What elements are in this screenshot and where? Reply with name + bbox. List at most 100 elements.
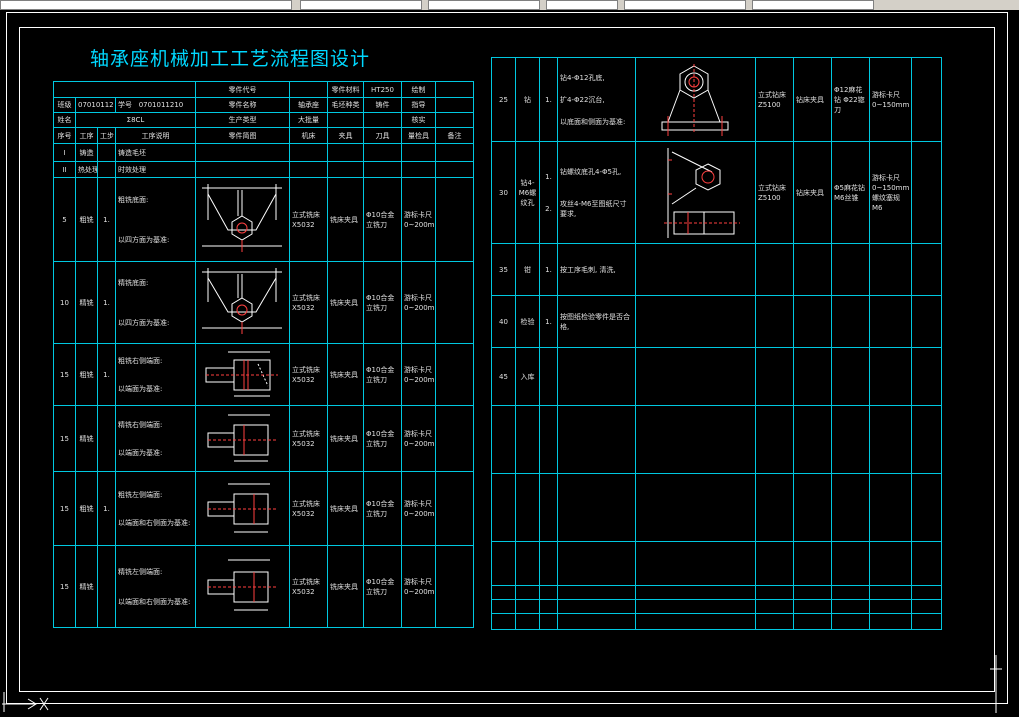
toolbar-combo-1[interactable] (0, 0, 292, 10)
row-base: 以底面和侧面为基准: (560, 117, 626, 126)
row-desc: 按工序毛刺, 清洗, (557, 243, 636, 296)
row-tool: Φ10合金立铣刀 (363, 343, 402, 406)
row-gauge: 游标卡尺0~150mm 螺纹塞规M6 (869, 141, 912, 244)
row-desc: 精铣右侧端面: (118, 420, 163, 429)
row-op: 钻 (515, 57, 540, 142)
row-desc-cell: 精铣左侧端面: 以端面和右侧面为基准: (115, 545, 196, 628)
row-gauge: 游标卡尺0~150mm (869, 57, 912, 142)
row-seq: 40 (491, 295, 516, 348)
row-seq: 15 (53, 405, 76, 472)
toolbar-combo-4[interactable] (546, 0, 618, 10)
row-base: 以四方面为基准: (118, 235, 170, 244)
row-tool: Φ10合金立铣刀 (363, 545, 402, 628)
toolbar-combo-6[interactable] (752, 0, 874, 10)
left-process-table: 零件代号 零件材料 HT250 绘制 班级 07010112 学号 070101… (53, 81, 474, 628)
id-label: 学号 (118, 101, 132, 109)
row-desc-cell: 粗铣底面:以四方面为基准: (115, 177, 196, 262)
blank-type-label: 毛坯种类 (327, 97, 364, 113)
row-desc: 时效处理 (115, 161, 196, 178)
sketch-drill-2 (635, 141, 756, 244)
sketch-side-2 (195, 405, 290, 472)
row-op: 精铣 (75, 405, 98, 472)
drawing-outer-frame (6, 12, 1008, 704)
row-fixture: 铣床夹具 (327, 405, 364, 472)
table-row: 45 入库 (491, 347, 942, 406)
batch-value: 大批量 (289, 112, 328, 128)
row-fixture: 铣床夹具 (327, 261, 364, 344)
row-desc: 精铣左侧端面: (118, 567, 163, 576)
ucs-axis-icon (0, 690, 60, 713)
row-tool: Φ10合金立铣刀 (363, 405, 402, 472)
table-row (491, 599, 942, 614)
toolbar-combo-5[interactable] (624, 0, 746, 10)
row-op: 钻4-M6螺纹孔 (515, 141, 540, 244)
row-op: 粗铣 (75, 343, 98, 406)
col-fixture: 夹具 (327, 127, 364, 144)
row-desc-cell: 精铣右侧端面: 以端面为基准: (115, 405, 196, 472)
row-desc: 攻丝4-M6至图纸尺寸要求, (560, 199, 627, 218)
right-process-table: 25 钻 1. 钻4-Φ12孔底, 扩4-Φ22沉台, 以底面和侧面为基准: 立… (491, 57, 942, 630)
row-seq: I (53, 143, 76, 162)
table-row: 30 钻4-M6螺纹孔 1.2. 钻螺纹底孔4-Φ5孔,攻丝4-M6至图纸尺寸要… (491, 141, 942, 244)
class-value: 07010112 (75, 97, 116, 113)
row-gauge: 游标卡尺0~200mm (401, 261, 436, 344)
row-tool: Φ10合金立铣刀 (363, 177, 402, 262)
row-sub: 1. (97, 261, 116, 344)
row-desc: 扩4-Φ22沉台, (560, 95, 605, 104)
row-seq: 25 (491, 57, 516, 142)
table-row (491, 613, 942, 630)
drawing-title: 轴承座机械加工工艺流程图设计 (90, 48, 371, 70)
row-op: 粗铣 (75, 471, 98, 546)
row-machine: 立式钻床Z5100 (755, 141, 794, 244)
id-value: 0701011210 (138, 101, 184, 109)
row-desc-cell: 精铣底面:以四方面为基准: (115, 261, 196, 344)
row-sub: 1. (539, 243, 558, 296)
row-seq: 10 (53, 261, 76, 344)
part-name-value: 轴承座 (289, 97, 328, 113)
row-fixture: 铣床夹具 (327, 545, 364, 628)
col-desc: 工序说明 (115, 127, 196, 144)
check-label: 核实 (401, 112, 436, 128)
row-sub-cell: 1.2. (539, 141, 558, 244)
row-machine: 立式铣床X5032 (289, 261, 328, 344)
row-base: 以端面为基准: (118, 384, 163, 393)
app-toolbar (0, 0, 1019, 10)
row-sub: 2. (545, 204, 552, 213)
sketch-side-1 (195, 343, 290, 406)
table-row (491, 405, 942, 474)
class-label: 班级 (53, 97, 76, 113)
output-label: 生产类型 (195, 112, 290, 128)
row-base: 以端面和右侧面为基准: (118, 597, 191, 606)
row-desc-cell: 钻4-Φ12孔底, 扩4-Φ22沉台, 以底面和侧面为基准: (557, 57, 636, 142)
sketch-bracket-1 (195, 177, 290, 262)
col-step: 工序 (75, 127, 98, 144)
table-row: 15 粗铣 1. 粗铣左侧端面:以端面和右侧面为基准: 立式铣床X5032 铣床… (53, 471, 474, 546)
col-machine: 机床 (289, 127, 328, 144)
row-tool: Φ10合金立铣刀 (363, 471, 402, 546)
col-tool: 刀具 (363, 127, 402, 144)
table-row: 10 精铣 1. 精铣底面:以四方面为基准: 立式铣床X5032 铣床夹具 Φ1… (53, 261, 474, 344)
col-sketch: 零件简图 (195, 127, 290, 144)
row-desc-cell: 粗铣右侧端面:以端面为基准: (115, 343, 196, 406)
table-row: 15 精铣 精铣左侧端面:以端面和右侧面为基准: 立式铣床X5032 铣床夹具 … (53, 545, 474, 628)
row-sub: 1. (539, 57, 558, 142)
row-machine: 立式铣床X5032 (289, 177, 328, 262)
table-row (491, 541, 942, 586)
row-desc: 钻4-Φ12孔底, (560, 73, 605, 82)
crosshair-cursor-icon (990, 655, 1002, 713)
sketch-bracket-2 (195, 261, 290, 344)
row-base: 以端面为基准: (118, 448, 163, 457)
toolbar-combo-2[interactable] (300, 0, 422, 10)
drawing-inner-frame (19, 27, 995, 692)
toolbar-combo-3[interactable] (428, 0, 540, 10)
part-code-label: 零件代号 (195, 81, 290, 98)
row-desc: 钻螺纹底孔4-Φ5孔, (560, 167, 622, 176)
row-tool: Φ10合金立铣刀 (363, 261, 402, 344)
row-base: 以四方面为基准: (118, 318, 170, 327)
col-note: 备注 (435, 127, 474, 144)
row-base: 以端面和右侧面为基准: (118, 518, 191, 527)
row-desc: 粗铣左侧端面: (118, 490, 163, 499)
name-value: Σ8CL (75, 112, 196, 128)
row-tool: Φ12麻花钻 Φ22锪刀 (831, 57, 870, 142)
table-row (491, 473, 942, 542)
